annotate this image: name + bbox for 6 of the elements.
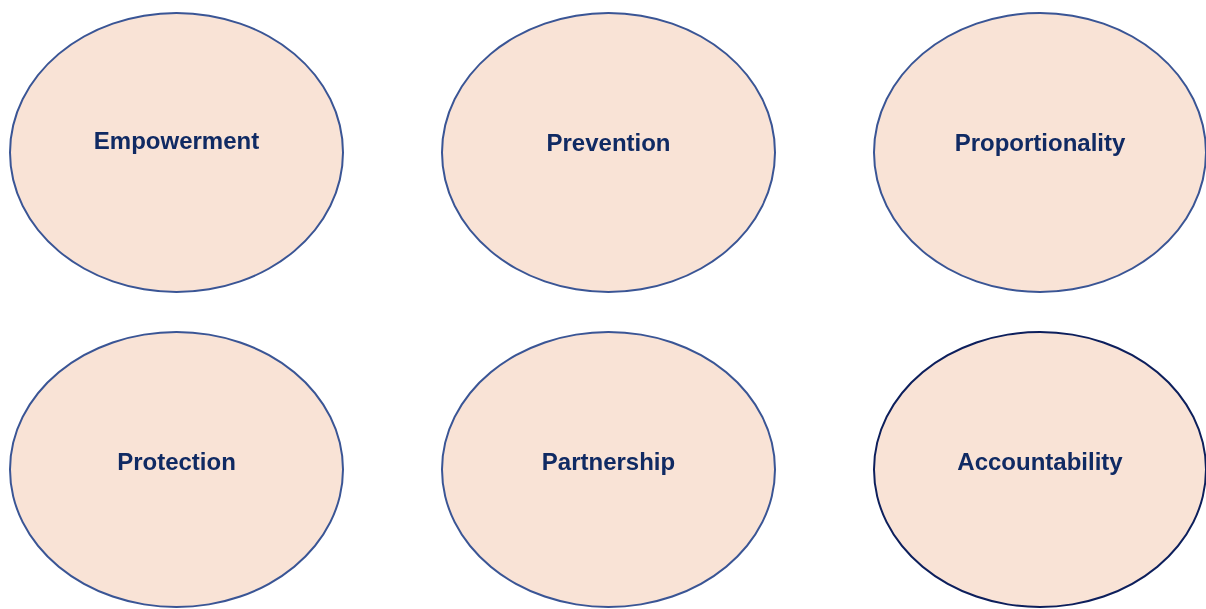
principle-label: Accountability [957, 447, 1123, 476]
principle-label: Partnership [541, 447, 676, 476]
principle-label: Empowerment [93, 126, 260, 155]
principle-label: Protection [117, 447, 236, 476]
principle-label: Proportionality [954, 128, 1126, 157]
principle-label: Prevention [546, 128, 671, 157]
